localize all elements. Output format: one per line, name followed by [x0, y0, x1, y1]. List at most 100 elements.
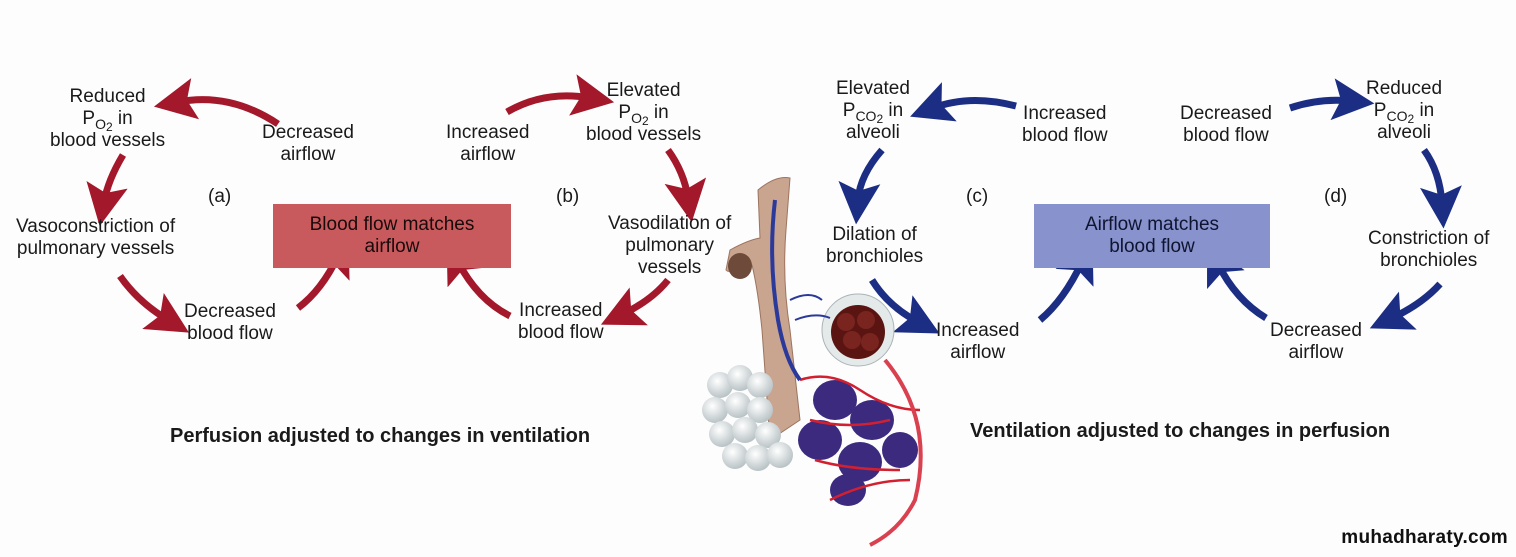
panel-tag-c: (c) — [966, 186, 989, 207]
caption-perfusion-adjusted: Perfusion adjusted to changes in ventila… — [170, 425, 591, 447]
label-line: bronchioles — [826, 246, 924, 267]
watermark: muhadharaty.com — [1341, 527, 1508, 548]
label-line: Vasoconstriction of — [16, 216, 176, 237]
bronchiole-tube — [725, 177, 801, 441]
label-line: Increased — [936, 320, 1020, 341]
dilation-of-bronchioles-label: Dilation of bronchioles — [826, 224, 923, 268]
arrow-d-4 — [1207, 242, 1268, 322]
panel-tag-d: (d) — [1324, 186, 1348, 207]
label-line: alveoli — [846, 122, 900, 143]
label-line: blood flow — [1022, 125, 1108, 146]
reduced-pco2-alveoli-label: Reduced PCO2 in alveoli — [1366, 78, 1442, 144]
arrow-c-2 — [838, 147, 885, 225]
gas-subscript-index: 2 — [641, 114, 649, 128]
label-line: bronchioles — [1380, 250, 1478, 271]
elevated-pco2-alveoli-label: Elevated PCO2 in alveoli — [836, 78, 910, 144]
gas-subscript: O — [95, 116, 106, 132]
decreased-blood-flow-label-d: Decreased blood flow — [1180, 103, 1272, 147]
label-line: alveoli — [1377, 122, 1431, 143]
capillary-network — [770, 199, 923, 547]
vasodilation-label: Vasodilation of pulmonary vessels — [608, 213, 731, 279]
label-line: Increased — [1023, 103, 1107, 124]
box-line: blood flow — [1109, 236, 1195, 257]
panel-tag-a: (a) — [208, 186, 232, 207]
gas-subscript-index: 2 — [876, 112, 884, 126]
vasoconstriction-label: Vasoconstriction of pulmonary vessels — [16, 216, 175, 260]
decreased-airflow-label-a: Decreased airflow — [262, 122, 354, 166]
label-line: blood flow — [518, 322, 604, 343]
box-line: Blood flow matches — [309, 214, 475, 235]
constriction-of-bronchioles-label: Constriction of bronchioles — [1368, 228, 1489, 272]
box-line: Airflow matches — [1084, 214, 1220, 235]
increased-airflow-label-c: Increased airflow — [936, 320, 1019, 364]
label-line: airflow — [280, 144, 336, 165]
label-line: pulmonary vessels — [16, 238, 175, 259]
airflow-matches-blood-flow-box: Airflow matches blood flow — [1034, 204, 1270, 268]
increased-blood-flow-label-c: Increased blood flow — [1022, 103, 1108, 147]
arrow-c-3 — [869, 278, 940, 334]
alveoli-cluster-left — [702, 365, 793, 471]
label-line: airflow — [1288, 342, 1344, 363]
decreased-blood-flow-label-a: Decreased blood flow — [184, 301, 276, 345]
box-line: airflow — [364, 236, 420, 257]
label-line: Reduced — [69, 86, 146, 107]
label-line: Increased — [446, 122, 530, 143]
arrow-b-4 — [446, 240, 512, 320]
label-line: airflow — [460, 144, 516, 165]
label-line: Elevated — [606, 80, 681, 101]
label-line: Elevated — [836, 78, 910, 99]
label-suffix: in — [1414, 100, 1435, 121]
label-line: Decreased — [1180, 103, 1272, 124]
arrow-d-1 — [1288, 78, 1375, 121]
label-line: Decreased — [184, 301, 276, 322]
label-line: Dilation of — [832, 224, 917, 245]
increased-airflow-label-b: Increased airflow — [446, 122, 529, 166]
label-line: blood vessels — [50, 130, 166, 151]
arrow-b-1 — [505, 74, 615, 116]
label-line: blood vessels — [586, 124, 702, 145]
gas-subscript-index: 2 — [1407, 112, 1415, 126]
arrow-c-1 — [910, 82, 1017, 122]
label-line: Vasodilation of — [608, 213, 732, 234]
label-line: Increased — [519, 300, 603, 321]
reduced-po2-blood-vessels-label: Reduced PO2 in blood vessels — [50, 86, 165, 152]
label-line: PO2 in — [586, 102, 701, 127]
label-line: pulmonary — [625, 235, 714, 256]
arrow-d-3 — [1369, 281, 1443, 330]
caption-ventilation-adjusted: Ventilation adjusted to changes in perfu… — [970, 420, 1391, 442]
arrow-b-3 — [600, 277, 671, 326]
arrow-d-2 — [1419, 147, 1462, 229]
label-line: PCO2 in — [1366, 100, 1442, 125]
gas-subscript-index: 2 — [105, 120, 113, 134]
label-line: blood flow — [187, 323, 273, 344]
label-line: PO2 in — [50, 108, 165, 133]
pressure-symbol: P — [82, 108, 96, 129]
gas-subscript: CO — [1386, 108, 1408, 124]
label-suffix: in — [648, 102, 669, 123]
label-suffix: in — [883, 100, 904, 121]
panel-tag-b: (b) — [556, 186, 580, 207]
label-line: PCO2 in — [836, 100, 910, 125]
arrow-a-2 — [86, 153, 128, 227]
increased-blood-flow-label-b: Increased blood flow — [518, 300, 604, 344]
label-line: blood flow — [1183, 125, 1269, 146]
label-line: Reduced — [1366, 78, 1443, 99]
elevated-po2-blood-vessels-label: Elevated PO2 in blood vessels — [586, 80, 701, 146]
alveolus-cutaway — [821, 293, 895, 367]
pressure-symbol: P — [842, 100, 856, 121]
blood-flow-matches-airflow-box: Blood flow matches airflow — [273, 204, 511, 268]
arrow-c-4 — [1037, 239, 1094, 323]
label-line: Decreased — [1270, 320, 1362, 341]
decreased-airflow-label-d: Decreased airflow — [1270, 320, 1362, 364]
label-line: Decreased — [262, 122, 354, 143]
pressure-symbol: P — [1373, 100, 1387, 121]
arrow-a-1 — [153, 78, 280, 127]
label-suffix: in — [112, 108, 133, 129]
label-line: airflow — [950, 342, 1006, 363]
label-line: vessels — [637, 257, 702, 278]
arrow-b-2 — [664, 147, 707, 223]
arrow-a-3 — [117, 273, 190, 333]
label-line: Constriction of — [1368, 228, 1490, 249]
